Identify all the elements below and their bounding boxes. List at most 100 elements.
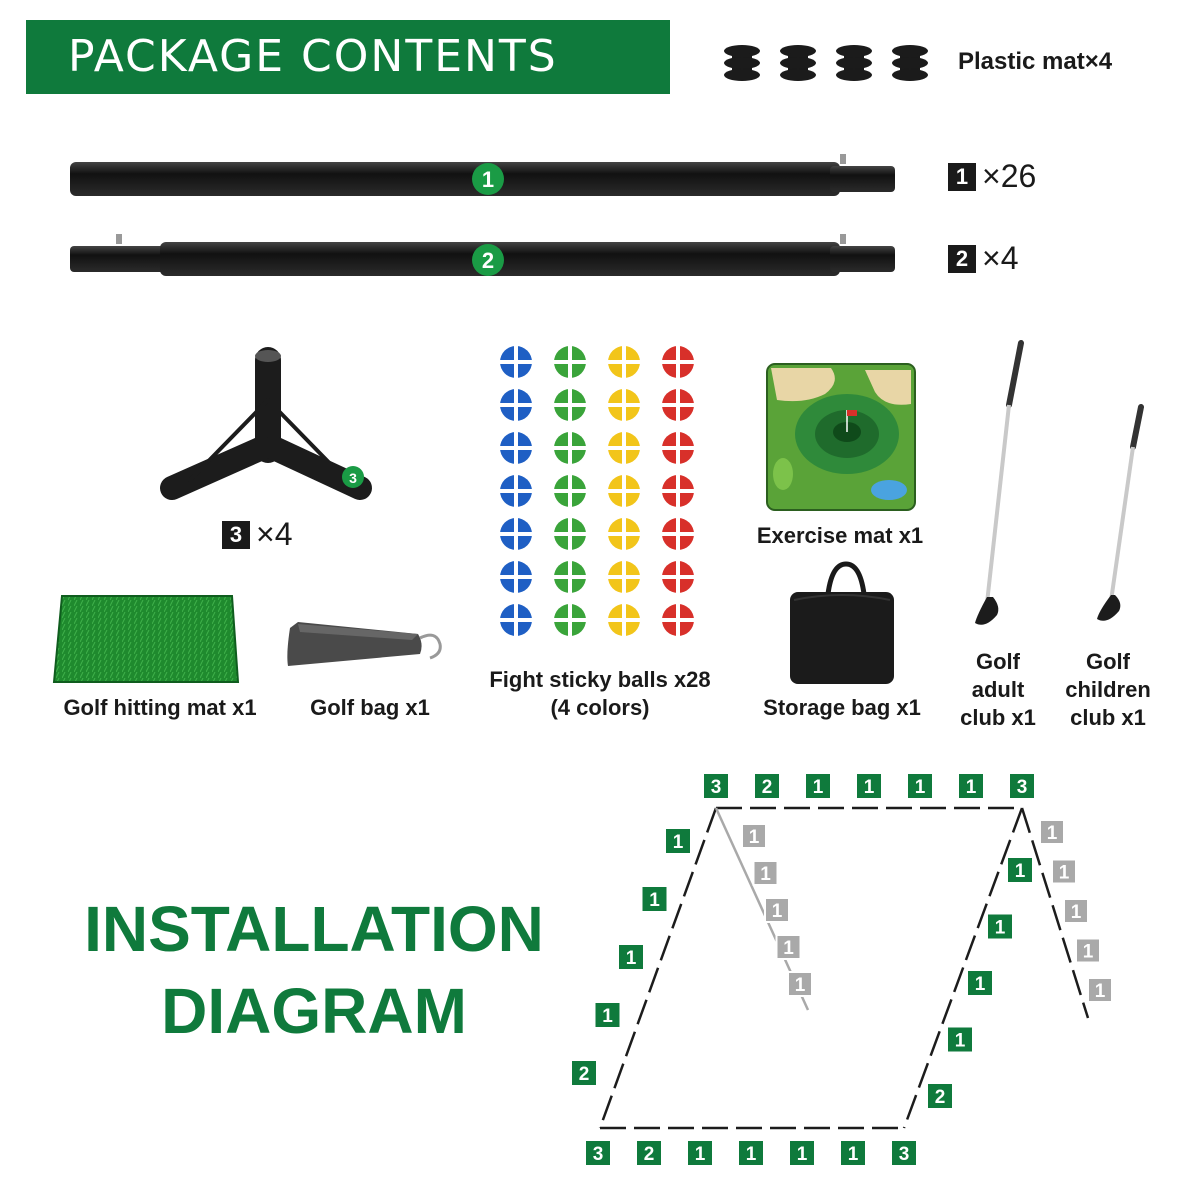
svg-text:1: 1: [1071, 902, 1082, 923]
diagram-badge-right-back: 1: [1051, 858, 1077, 885]
svg-text:1: 1: [626, 948, 637, 969]
badge-1: 1: [948, 162, 976, 191]
sticky-ball: [662, 346, 694, 378]
golf-adult-club: [975, 340, 1024, 625]
sticky-ball: [554, 346, 586, 378]
diagram-badge-bottom: 1: [739, 1141, 763, 1165]
svg-text:1: 1: [1095, 981, 1106, 1002]
sticky-ball: [500, 518, 532, 550]
svg-text:1: 1: [797, 1144, 808, 1165]
sticky-ball: [662, 389, 694, 421]
svg-text:1: 1: [813, 777, 824, 798]
svg-text:1: 1: [783, 938, 794, 959]
adult-club-label-line: club x1: [960, 705, 1036, 730]
plastic-mat-icon: [780, 45, 816, 81]
pole-2-quantity: 2 ×4: [948, 240, 1018, 277]
badge-2: 2: [948, 244, 976, 273]
pole-2: 2: [70, 234, 895, 276]
diagram-badge-top: 2: [755, 774, 779, 798]
diagram-badge-right-front: 1: [1008, 858, 1032, 882]
golf-children-club: [1097, 404, 1144, 621]
golf-bag: [287, 622, 442, 666]
sticky-ball: [554, 561, 586, 593]
diagram-badge-top: 3: [1010, 774, 1034, 798]
sticky-ball: [500, 389, 532, 421]
sticky-balls-grid: [500, 346, 694, 636]
sticky-ball: [662, 475, 694, 507]
svg-text:1: 1: [795, 975, 806, 996]
sticky-ball: [608, 432, 640, 464]
diagram-badge-right-front: 1: [988, 914, 1012, 939]
diagram-badge-right-front: 1: [968, 971, 992, 995]
sticky-ball: [608, 346, 640, 378]
svg-text:1: 1: [649, 890, 660, 911]
sticky-ball: [608, 475, 640, 507]
page-title: PACKAGE CONTENTS: [68, 31, 558, 82]
sticky-ball: [662, 518, 694, 550]
children-club-label: Golf children club x1: [1052, 648, 1164, 732]
svg-text:1: 1: [848, 1144, 859, 1165]
sticky-ball: [608, 389, 640, 421]
diagram-badge-left-front: 1: [619, 945, 643, 969]
diagram-badge-bottom: 2: [637, 1141, 661, 1165]
diagram-badge-left-back: 1: [775, 934, 802, 960]
sticky-ball: [662, 561, 694, 593]
sticky-balls-label: Fight sticky balls x28 (4 colors): [470, 666, 730, 722]
diagram-badge-bottom: 1: [841, 1141, 865, 1165]
svg-text:1: 1: [975, 974, 986, 995]
poles-illustration: 1 2: [70, 154, 895, 276]
adult-club-label-line: Golf: [976, 649, 1020, 674]
svg-text:1: 1: [995, 918, 1006, 939]
adult-club-label-line: adult: [971, 677, 1025, 702]
svg-text:1: 1: [482, 167, 494, 192]
svg-text:2: 2: [644, 1144, 655, 1165]
diagram-badge-right-front: 1: [948, 1027, 972, 1052]
diagram-badge-left-back: 1: [764, 897, 790, 923]
sticky-ball: [500, 475, 532, 507]
installation-title-line1: INSTALLATION: [84, 893, 544, 965]
exercise-mat: [766, 363, 916, 511]
diagram-badge-top: 1: [959, 774, 983, 798]
svg-text:2: 2: [762, 777, 773, 798]
tripod-connector: 3: [160, 347, 372, 500]
svg-text:3: 3: [1017, 777, 1028, 798]
diagram-badge-right-back: 1: [1063, 898, 1089, 924]
svg-text:1: 1: [760, 864, 771, 885]
diagram-badge-right-front: 2: [928, 1084, 952, 1108]
diagram-badge-top: 1: [908, 774, 932, 798]
badge-3: 3: [222, 520, 250, 549]
diagram-badge-left-front: 1: [666, 829, 690, 853]
sticky-ball: [500, 432, 532, 464]
svg-text:1: 1: [695, 1144, 706, 1165]
sticky-ball: [500, 561, 532, 593]
svg-text:1: 1: [772, 901, 783, 922]
pole-1-quantity: 1 ×26: [948, 158, 1036, 195]
svg-text:1: 1: [746, 1144, 757, 1165]
diagram-badge-bottom: 1: [688, 1141, 712, 1165]
svg-text:1: 1: [915, 777, 926, 798]
sticky-ball: [554, 604, 586, 636]
diagram-badge-left-back: 1: [787, 971, 813, 997]
svg-text:1: 1: [1083, 942, 1094, 963]
frame-lines: [598, 806, 1090, 1130]
sticky-ball: [662, 432, 694, 464]
plastic-mat-icon: [836, 45, 872, 81]
svg-text:3: 3: [593, 1144, 604, 1165]
children-club-label-line: children: [1065, 677, 1151, 702]
svg-text:2: 2: [579, 1064, 590, 1085]
svg-text:1: 1: [1047, 823, 1058, 844]
diagram-badge-left-back: 1: [741, 823, 767, 849]
diagram-badge-bottom: 1: [790, 1141, 814, 1165]
svg-text:3: 3: [899, 1144, 910, 1165]
golf-bag-label: Golf bag x1: [310, 695, 430, 720]
storage-bag-label: Storage bag x1: [763, 695, 921, 720]
pole-1: 1: [70, 154, 895, 196]
diagram-badge-bottom: 3: [586, 1141, 610, 1165]
golf-hitting-mat-label: Golf hitting mat x1: [63, 695, 257, 720]
diagram-badge-right-back: 1: [1075, 937, 1101, 964]
sticky-ball: [608, 561, 640, 593]
diagram-badge-right-back: 1: [1087, 977, 1113, 1003]
golf-clubs: [975, 340, 1144, 625]
installation-title: INSTALLATION DIAGRAM: [40, 888, 588, 1052]
diagram-badge-right-back: 1: [1039, 819, 1065, 845]
